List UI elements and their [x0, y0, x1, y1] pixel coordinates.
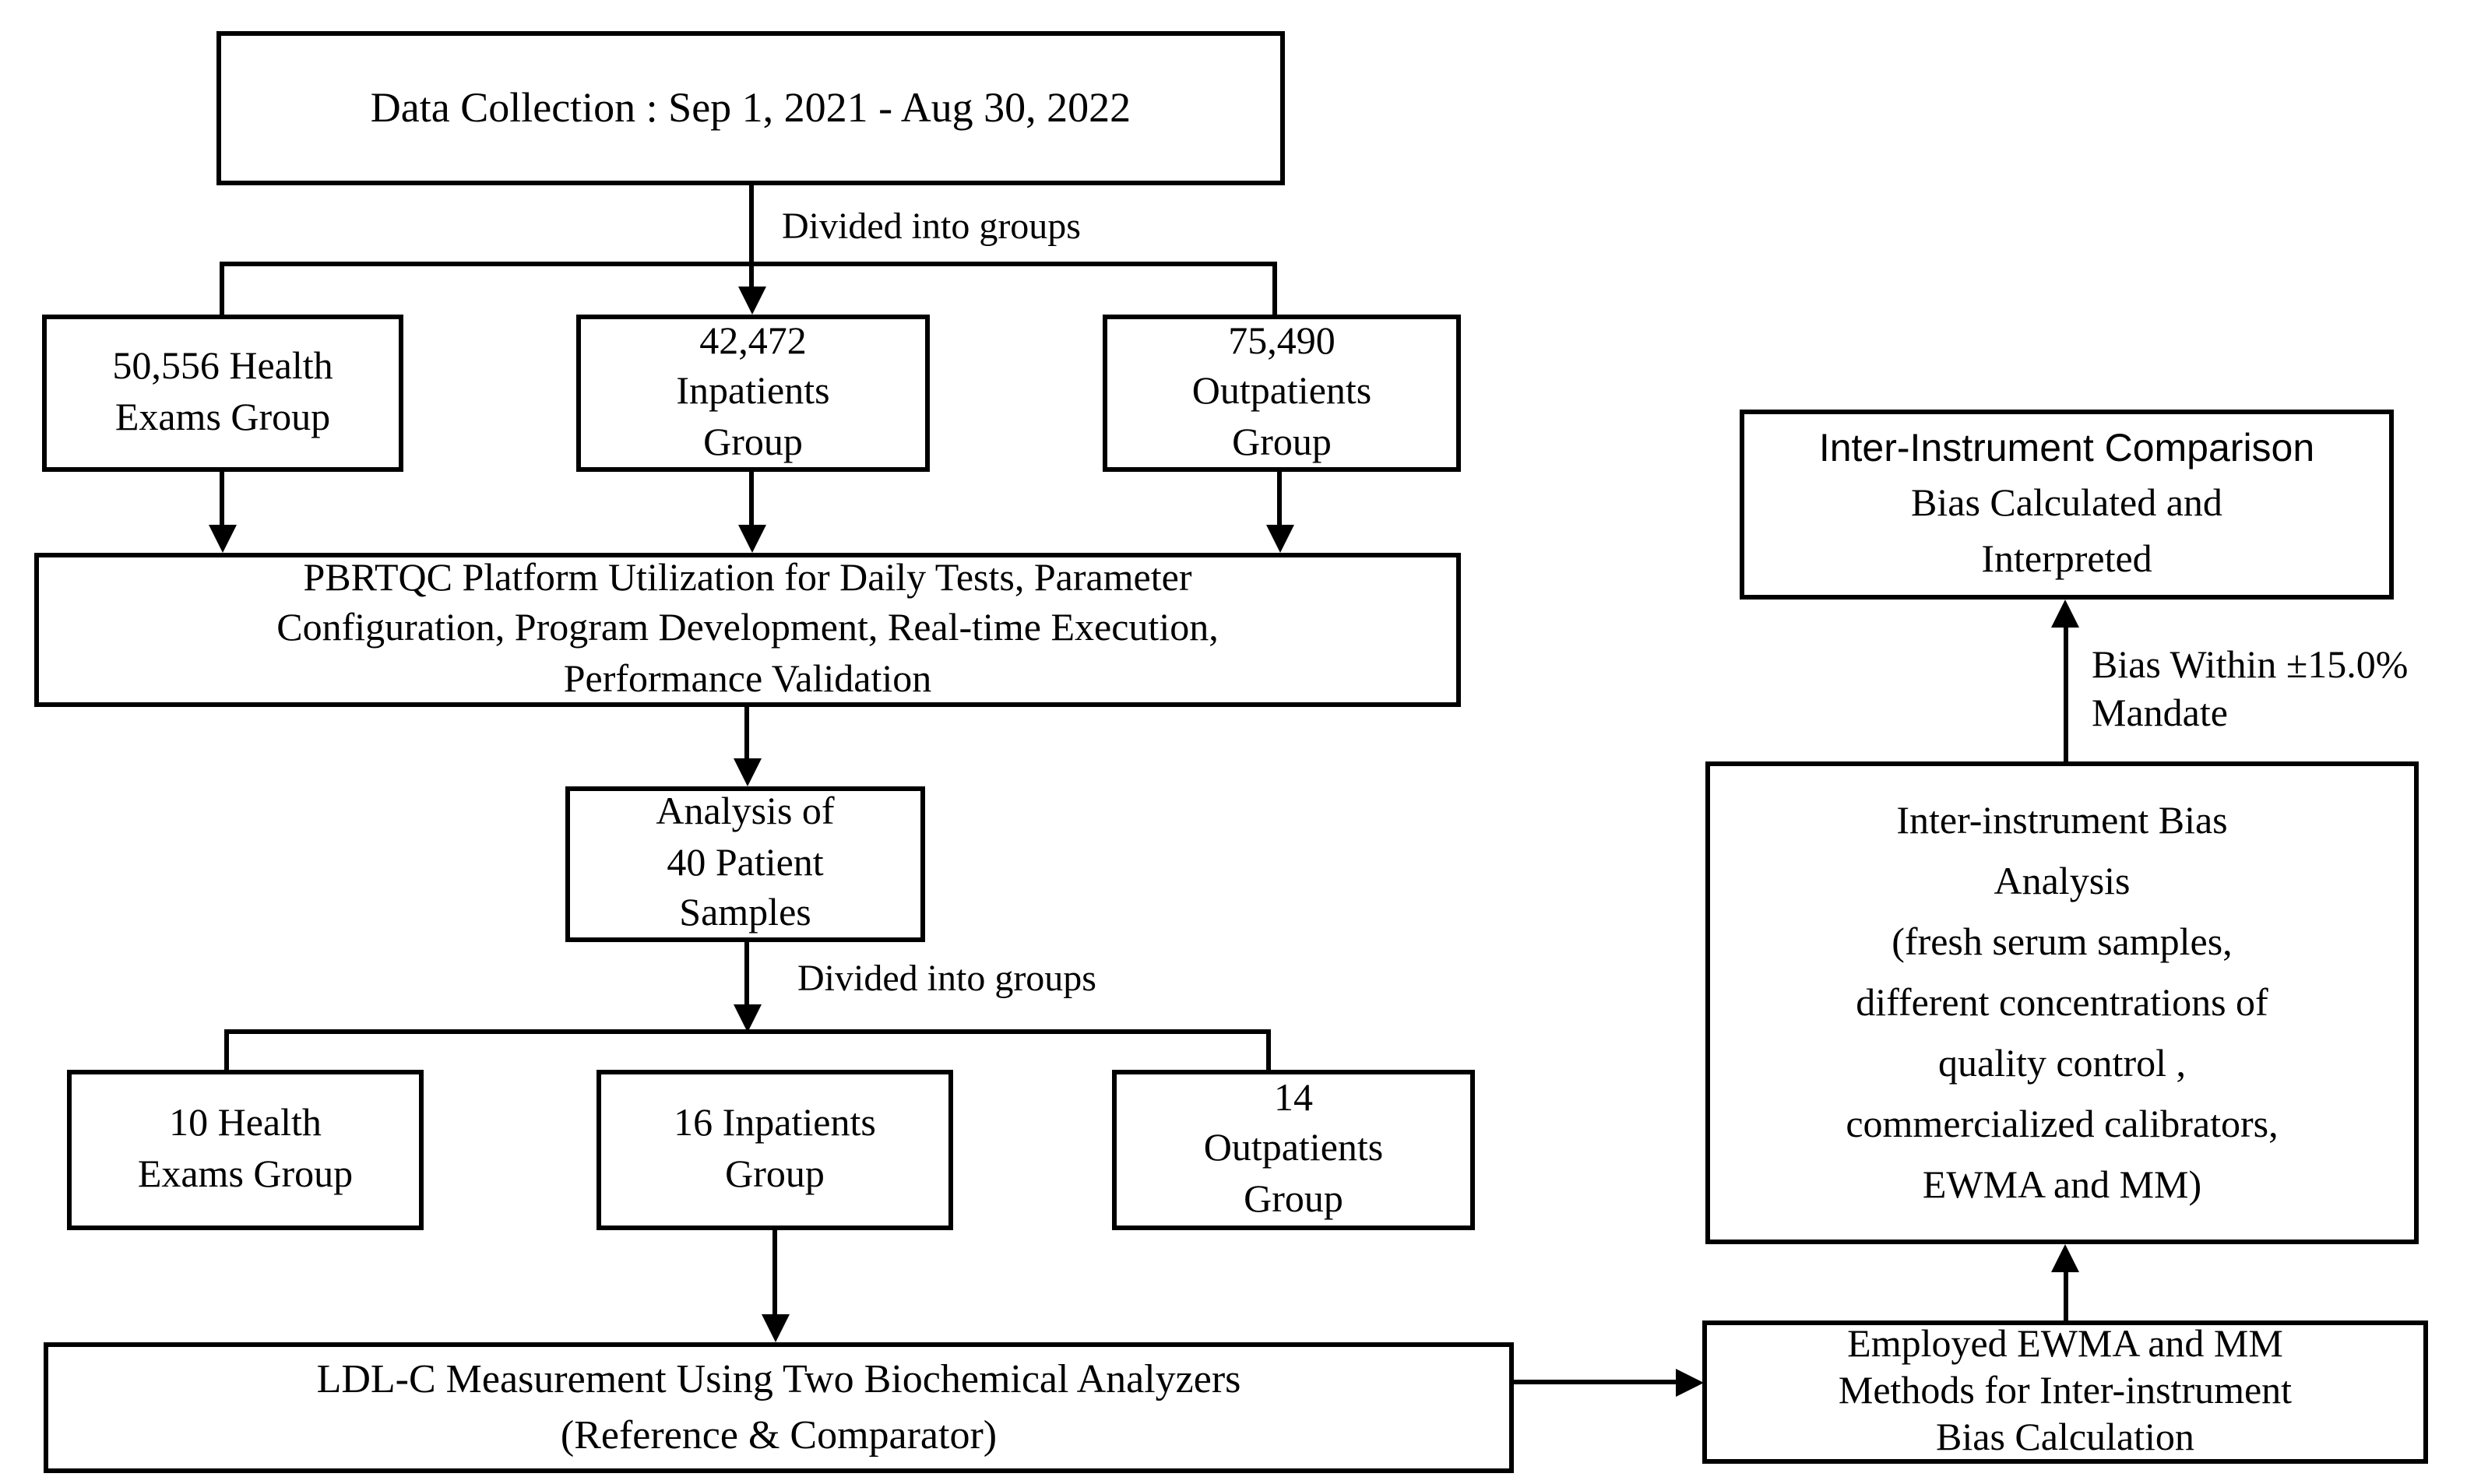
box-line: Samples — [679, 892, 811, 935]
box-line: 75,490 — [1228, 320, 1336, 363]
connector-pbrtqc-analysis — [744, 707, 749, 765]
box-line: Interpreted — [1981, 539, 2152, 581]
box-line: LDL-C Measurement Using Two Biochemical … — [316, 1356, 1241, 1401]
branch1-right-drop — [1272, 262, 1277, 318]
box-line: 40 Patient — [667, 842, 824, 884]
box-line: Bias Calculation — [1936, 1417, 2194, 1459]
arrowhead-out75-pbrtqc — [1266, 525, 1294, 553]
arrowhead-in42-pbrtqc — [738, 525, 766, 553]
connector-biasanalysis-comparison — [2064, 621, 2068, 761]
branch2-left-drop — [224, 1029, 229, 1073]
box-line: Exams Group — [137, 1153, 354, 1195]
box-employed-methods: Employed EWMA and MM Methods for Inter-i… — [1702, 1320, 2428, 1464]
box-pbrtqc-platform: PBRTQC Platform Utilization for Daily Te… — [34, 553, 1461, 707]
box-line: Methods for Inter-instrument — [1838, 1370, 2293, 1412]
box-line: Data Collection : Sep 1, 2021 - Aug 30, … — [370, 83, 1131, 131]
box-line: Analysis — [1994, 860, 2131, 902]
connector-out75-pbrtqc — [1277, 472, 1282, 531]
arrowhead-pbrtqc-analysis — [734, 758, 762, 786]
box-line: (fresh serum samples, — [1892, 921, 2233, 963]
box-line: 50,556 Health — [112, 346, 333, 388]
box-line: Analysis of — [656, 791, 835, 834]
box-bias-analysis: Inter-instrument Bias Analysis (fresh se… — [1705, 761, 2419, 1244]
label-bias-within-mandate: Bias Within ±15.0% Mandate — [2092, 642, 2408, 739]
box-line: 14 — [1274, 1077, 1313, 1120]
branch2-right-drop — [1266, 1029, 1271, 1073]
label-divided-into-groups-2: Divided into groups — [797, 959, 1096, 1000]
arrowhead-biasanalysis-comparison — [2051, 600, 2079, 628]
box-line: EWMA and MM) — [1922, 1164, 2202, 1206]
box-line: Inpatients — [676, 371, 830, 413]
arrowhead-he50-pbrtqc — [209, 525, 237, 553]
connector-employed-biasanalysis — [2064, 1266, 2068, 1320]
branch1-middle-drop — [749, 262, 754, 293]
label-line: Bias Within ±15.0% — [2092, 645, 2409, 687]
connector-in16-ldlc — [772, 1230, 777, 1320]
box-data-collection: Data Collection : Sep 1, 2021 - Aug 30, … — [216, 31, 1285, 185]
connector-in42-pbrtqc — [749, 472, 754, 531]
box-line: Bias Calculated and — [1911, 483, 2222, 525]
box-line: PBRTQC Platform Utilization for Daily Te… — [303, 557, 1192, 600]
box-inpatients-42472: 42,472 Inpatients Group — [576, 315, 930, 472]
box-line: 42,472 — [699, 320, 807, 363]
box-health-exams-10: 10 Health Exams Group — [67, 1070, 424, 1230]
box-line: quality control , — [1938, 1043, 2186, 1085]
connector-analysis-branch2 — [744, 942, 749, 1011]
box-line: Group — [703, 421, 803, 464]
arrowhead-to-inpatients-42472 — [738, 287, 766, 315]
branch-line-2 — [224, 1029, 1271, 1034]
arrowhead-employed-biasanalysis — [2051, 1244, 2079, 1272]
label-line: Mandate — [2092, 693, 2228, 736]
branch-line-1 — [220, 262, 1277, 266]
connector-ldlc-employed — [1514, 1380, 1682, 1384]
box-line: Outpatients — [1191, 371, 1372, 413]
box-health-exams-50556: 50,556 Health Exams Group — [42, 315, 403, 472]
box-line: Exams Group — [114, 396, 331, 438]
box-line: commercialized calibrators, — [1846, 1103, 2279, 1145]
arrowhead-analysis-branch2 — [734, 1004, 762, 1032]
connector-datacollection-down — [749, 185, 754, 266]
box-line: Configuration, Program Development, Real… — [276, 607, 1219, 650]
box-inpatients-16: 16 Inpatients Group — [596, 1070, 953, 1230]
arrowhead-in16-ldlc — [762, 1314, 790, 1342]
box-line: 16 Inpatients — [674, 1102, 876, 1145]
box-line: Employed EWMA and MM — [1847, 1324, 2283, 1366]
box-line: Group — [725, 1153, 825, 1195]
box-ldlc-measurement: LDL-C Measurement Using Two Biochemical … — [44, 1342, 1514, 1473]
box-line: Inter-Instrument Comparison — [1818, 427, 2315, 470]
box-line: Group — [1232, 421, 1332, 464]
branch1-left-drop — [220, 262, 224, 318]
arrowhead-ldlc-employed — [1676, 1369, 1704, 1397]
box-line: (Reference & Comparator) — [560, 1412, 998, 1458]
label-divided-into-groups-1: Divided into groups — [782, 207, 1081, 248]
box-analysis-40-samples: Analysis of 40 Patient Samples — [565, 786, 925, 942]
connector-he50-pbrtqc — [220, 472, 224, 531]
box-line: Outpatients — [1203, 1127, 1384, 1170]
box-line: Inter-instrument Bias — [1896, 800, 2228, 842]
box-outpatients-14: 14 Outpatients Group — [1112, 1070, 1475, 1230]
box-line: Performance Validation — [563, 658, 932, 701]
box-outpatients-75490: 75,490 Outpatients Group — [1103, 315, 1461, 472]
box-line: 10 Health — [169, 1102, 322, 1145]
box-line: Group — [1244, 1178, 1343, 1221]
box-comparison-interpreted: Inter-Instrument Comparison Bias Calcula… — [1740, 410, 2394, 600]
box-line: different concentrations of — [1856, 982, 2268, 1024]
